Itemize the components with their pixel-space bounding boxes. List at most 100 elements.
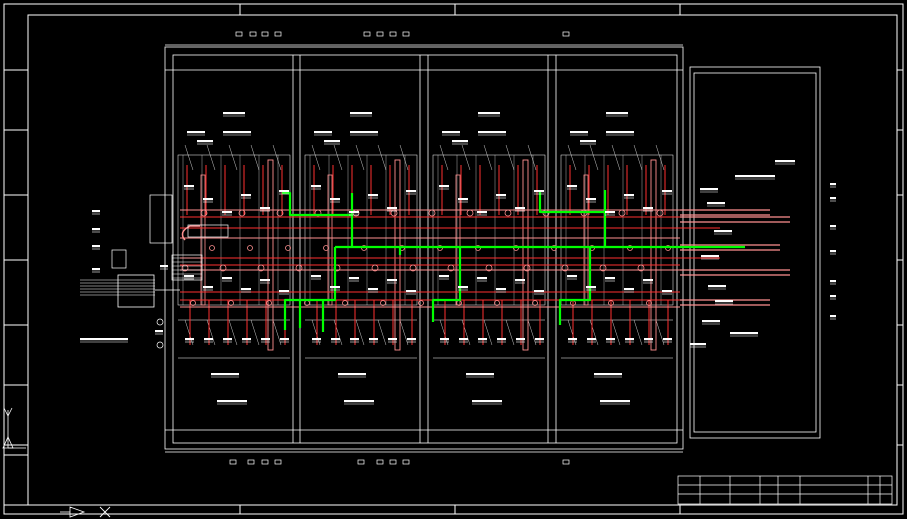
- green-main-pipe: [282, 190, 745, 332]
- tag-mark: [349, 277, 359, 280]
- green-pipe-segment: [558, 247, 592, 325]
- tag-mark: [331, 338, 340, 341]
- tag-mark: [662, 190, 672, 193]
- column-marker: [274, 31, 282, 37]
- tag-mark: [223, 338, 232, 341]
- room-title-mark: [606, 112, 628, 115]
- tag-mark: [516, 338, 525, 341]
- leader-line: [228, 144, 238, 171]
- room-title-mark: [344, 400, 374, 403]
- valve-symbol: [466, 209, 474, 217]
- tag-mark: [439, 275, 449, 278]
- annex-label-mark: [775, 160, 795, 163]
- tag-mark: [587, 338, 596, 341]
- room-label-mark: [338, 373, 366, 376]
- column-marker: [249, 31, 257, 37]
- tag-mark: [534, 290, 544, 293]
- tag-mark: [312, 338, 321, 341]
- leader-line: [611, 144, 621, 171]
- tag-mark: [406, 290, 416, 293]
- red-pipe-network: [180, 159, 790, 351]
- tag-mark: [203, 198, 213, 201]
- room-label-mark: [452, 140, 468, 143]
- equipment-panel: [111, 249, 127, 269]
- room-label-mark: [594, 373, 622, 376]
- equipment-cabinet: [117, 274, 155, 308]
- valve-symbol: [485, 264, 493, 272]
- tag-mark: [387, 279, 397, 282]
- room-title-mark: [217, 400, 247, 403]
- valve-symbol: [295, 264, 303, 272]
- annex-label-mark: [708, 285, 726, 288]
- column-marker: [261, 459, 269, 465]
- leader-line: [527, 144, 537, 171]
- annex-tag-mark: [830, 225, 836, 228]
- pink-double-riser: [522, 159, 529, 351]
- left-label-mark: [80, 338, 128, 341]
- left-label-mark: [92, 245, 100, 248]
- tag-mark: [311, 275, 321, 278]
- tag-mark: [496, 288, 506, 291]
- tag-mark: [407, 338, 416, 341]
- annex-label-mark: [701, 255, 719, 258]
- annex-label-mark: [735, 175, 775, 178]
- tag-mark: [241, 194, 251, 197]
- annex-tag-mark: [830, 250, 836, 253]
- valve-symbol: [285, 245, 291, 251]
- leader-line: [311, 319, 321, 346]
- annex-tag-mark: [830, 280, 836, 283]
- tag-mark: [184, 185, 194, 188]
- left-label-mark: [160, 265, 168, 268]
- valve-symbol: [409, 264, 417, 272]
- tag-mark: [242, 338, 251, 341]
- valve-symbol: [637, 264, 645, 272]
- annex-label-mark: [715, 300, 733, 303]
- room-partition: [177, 154, 291, 306]
- column-marker: [402, 459, 410, 465]
- left-label-mark: [92, 268, 100, 271]
- tag-mark: [586, 286, 596, 289]
- valve-symbol: [428, 209, 436, 217]
- room-label-mark: [580, 140, 596, 143]
- leader-line: [439, 319, 449, 346]
- green-pipe-segment: [283, 247, 337, 330]
- valve-symbol: [608, 300, 614, 306]
- left-label-mark: [92, 210, 100, 213]
- tag-mark: [311, 185, 321, 188]
- tag-mark: [515, 279, 525, 282]
- pink-double-riser: [650, 159, 657, 351]
- leader-line: [311, 144, 321, 171]
- leader-line: [206, 144, 216, 171]
- valve-symbol: [523, 264, 531, 272]
- valve-symbol: [247, 245, 253, 251]
- tag-mark: [477, 211, 487, 214]
- valve-symbol: [561, 264, 569, 272]
- tag-mark: [260, 279, 270, 282]
- leader-line: [655, 319, 665, 346]
- leader-line: [611, 319, 621, 346]
- room-title-mark: [478, 112, 500, 115]
- tag-mark: [350, 338, 359, 341]
- valve-symbol: [342, 300, 348, 306]
- tag-mark: [605, 211, 615, 214]
- tag-mark: [279, 190, 289, 193]
- tag-mark: [534, 190, 544, 193]
- room-label-mark: [187, 131, 205, 134]
- tag-mark: [368, 194, 378, 197]
- leader-line: [250, 144, 260, 171]
- tag-mark: [440, 338, 449, 341]
- tag-mark: [496, 194, 506, 197]
- tag-mark: [222, 277, 232, 280]
- tag-mark: [260, 207, 270, 210]
- annex-tag-mark: [830, 183, 836, 186]
- leader-line: [505, 319, 515, 346]
- leader-line: [184, 144, 194, 171]
- valve-symbol: [380, 300, 386, 306]
- leader-line: [633, 319, 643, 346]
- tag-mark: [567, 275, 577, 278]
- leader-line: [527, 319, 537, 346]
- valve-symbol: [418, 300, 424, 306]
- tag-mark: [330, 286, 340, 289]
- annotation-labels: [80, 31, 836, 465]
